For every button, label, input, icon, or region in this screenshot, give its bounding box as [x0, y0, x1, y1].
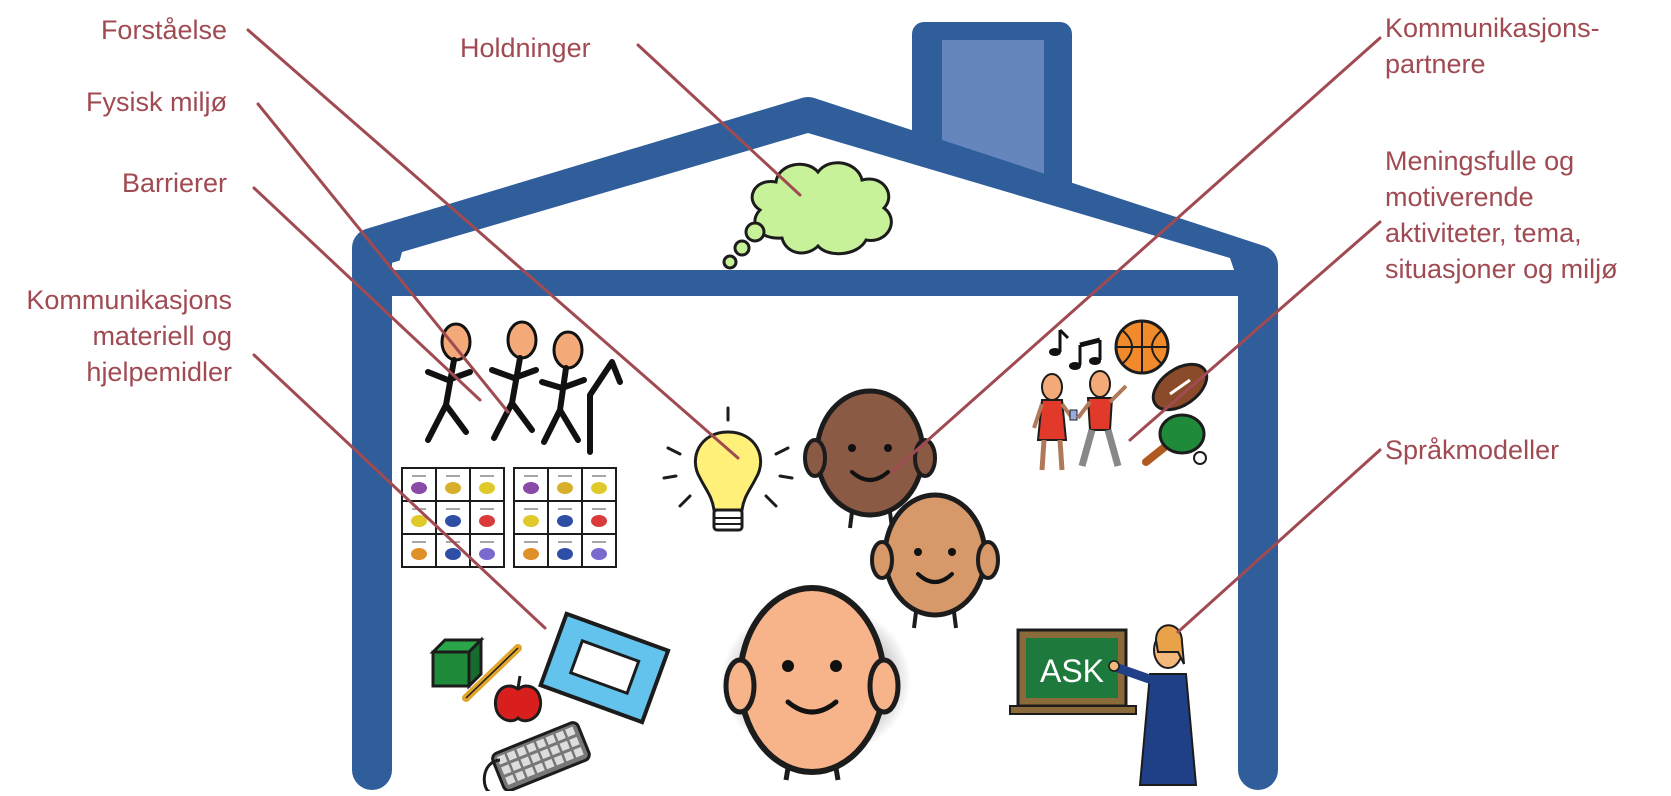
thought-cloud-icon	[722, 161, 893, 270]
connector-kommunikasjonspartnere	[890, 36, 1382, 474]
connector-kommunikasjons-materiell	[252, 353, 547, 630]
connector-lines	[246, 28, 1382, 634]
label-kommunikasjonspartnere: Kommunikasjons- partnere	[1385, 13, 1600, 79]
teacher-icon	[1108, 624, 1198, 786]
label-fysisk-miljo: Fysisk miljø	[86, 87, 227, 117]
chalkboard-text: ASK	[1040, 653, 1104, 689]
running-people-icon	[425, 320, 623, 455]
label-meningsfulle: Meningsfulle og motiverende aktiviteter,…	[1385, 146, 1618, 284]
connector-barrierer	[252, 186, 482, 402]
label-sprakmodeller: Språkmodeller	[1385, 435, 1560, 465]
music-notes-icon	[1049, 328, 1102, 370]
label-kommunikasjons-materiell: Kommunikasjons materiell og hjelpemidler	[26, 285, 232, 387]
symbol-grid-icon	[401, 467, 617, 568]
light-bulb-icon	[662, 406, 794, 532]
football-icon	[1151, 362, 1209, 412]
table-tennis-icon	[1142, 413, 1207, 466]
connector-meningsfulle	[1128, 220, 1382, 442]
chalkboard-icon: ASK	[1009, 628, 1137, 715]
connector-holdninger	[636, 43, 802, 197]
label-holdninger: Holdninger	[460, 33, 591, 63]
dancing-people-icon	[1032, 370, 1128, 471]
school-materials-icon	[429, 611, 671, 794]
connector-sprakmodeller	[1176, 448, 1382, 634]
connector-fysisk-miljo	[256, 102, 510, 414]
label-forstaelse: Forståelse	[100, 15, 227, 45]
basketball-icon	[1114, 319, 1170, 375]
label-barrierer: Barrierer	[121, 168, 227, 198]
connector-forstaelse	[246, 28, 740, 460]
face-icon	[721, 388, 1000, 781]
